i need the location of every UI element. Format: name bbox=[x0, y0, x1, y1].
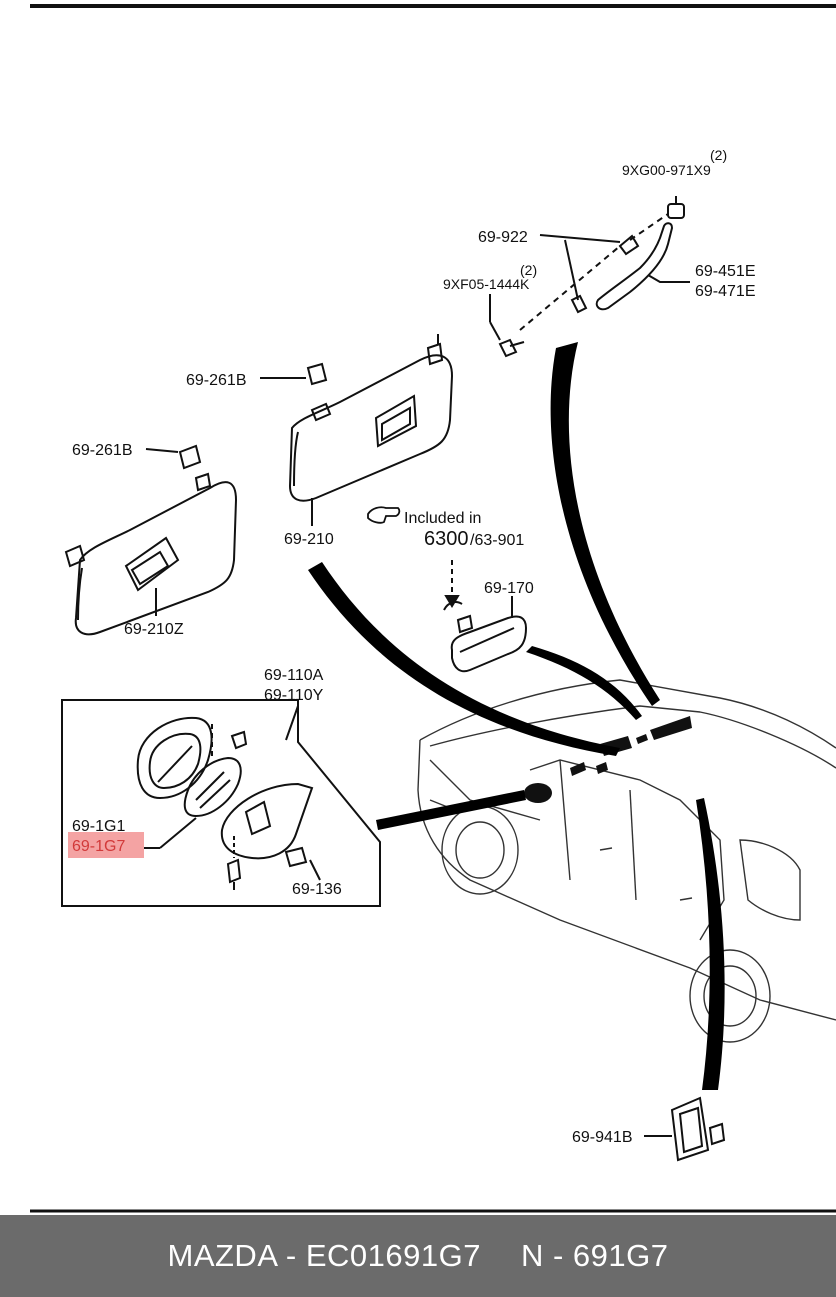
label-visor-left: 69-210Z bbox=[124, 621, 184, 638]
label-screw-top: 9XG00-971X9 bbox=[622, 162, 711, 178]
label-lamp-base: 69-136 bbox=[292, 881, 342, 898]
label-included-code-a: 6300 bbox=[424, 528, 469, 550]
sun-visor-right bbox=[260, 334, 454, 526]
label-lens-b-highlighted: 69-1G7 bbox=[72, 838, 125, 855]
roof-components bbox=[524, 716, 692, 803]
label-mirror: 69-170 bbox=[484, 580, 534, 597]
label-included-code-b: /63-901 bbox=[470, 532, 524, 549]
part-number-footer: MAZDA - EC01691G7 N - 691G7 bbox=[0, 1215, 836, 1297]
label-lamp-b: 69-110Y bbox=[264, 687, 324, 704]
highlight-box bbox=[68, 832, 144, 858]
label-lens-a: 69-1G1 bbox=[72, 818, 125, 835]
label-grip-a: 69-451E bbox=[695, 263, 756, 280]
label-included-in: Included in bbox=[404, 510, 481, 527]
sun-visor-left bbox=[64, 444, 238, 636]
leader-arrows bbox=[308, 342, 725, 1090]
label-visor-right: 69-210 bbox=[284, 531, 334, 548]
label-clip-qty: (2) bbox=[520, 262, 537, 278]
assist-grip-group bbox=[489, 196, 690, 358]
label-holder-left: 69-261B bbox=[72, 442, 133, 459]
label-clip: 9XF05-1444K bbox=[443, 276, 530, 292]
vehicle-outline bbox=[417, 679, 836, 1043]
label-switch: 69-941B bbox=[572, 1129, 633, 1146]
lamp-inset-box bbox=[61, 699, 381, 907]
label-lamp-a: 69-110A bbox=[264, 667, 324, 684]
rear-view-mirror bbox=[443, 560, 528, 673]
label-cap: 69-922 bbox=[478, 229, 528, 246]
parts-diagram: (2) 9XG00-971X9 69-922 (2) 9XF05-1444K 6… bbox=[30, 4, 836, 1213]
map-lamp-assembly bbox=[136, 716, 321, 890]
footer-part-number: MAZDA - EC01691G7 bbox=[167, 1238, 481, 1273]
pointing-hand-icon bbox=[367, 506, 401, 524]
label-grip-b: 69-471E bbox=[695, 283, 756, 300]
label-holder-right: 69-261B bbox=[186, 372, 247, 389]
footer-ref-number: N - 691G7 bbox=[520, 1238, 669, 1273]
label-screw-top-qty: (2) bbox=[710, 147, 727, 163]
door-switch bbox=[644, 1096, 726, 1162]
